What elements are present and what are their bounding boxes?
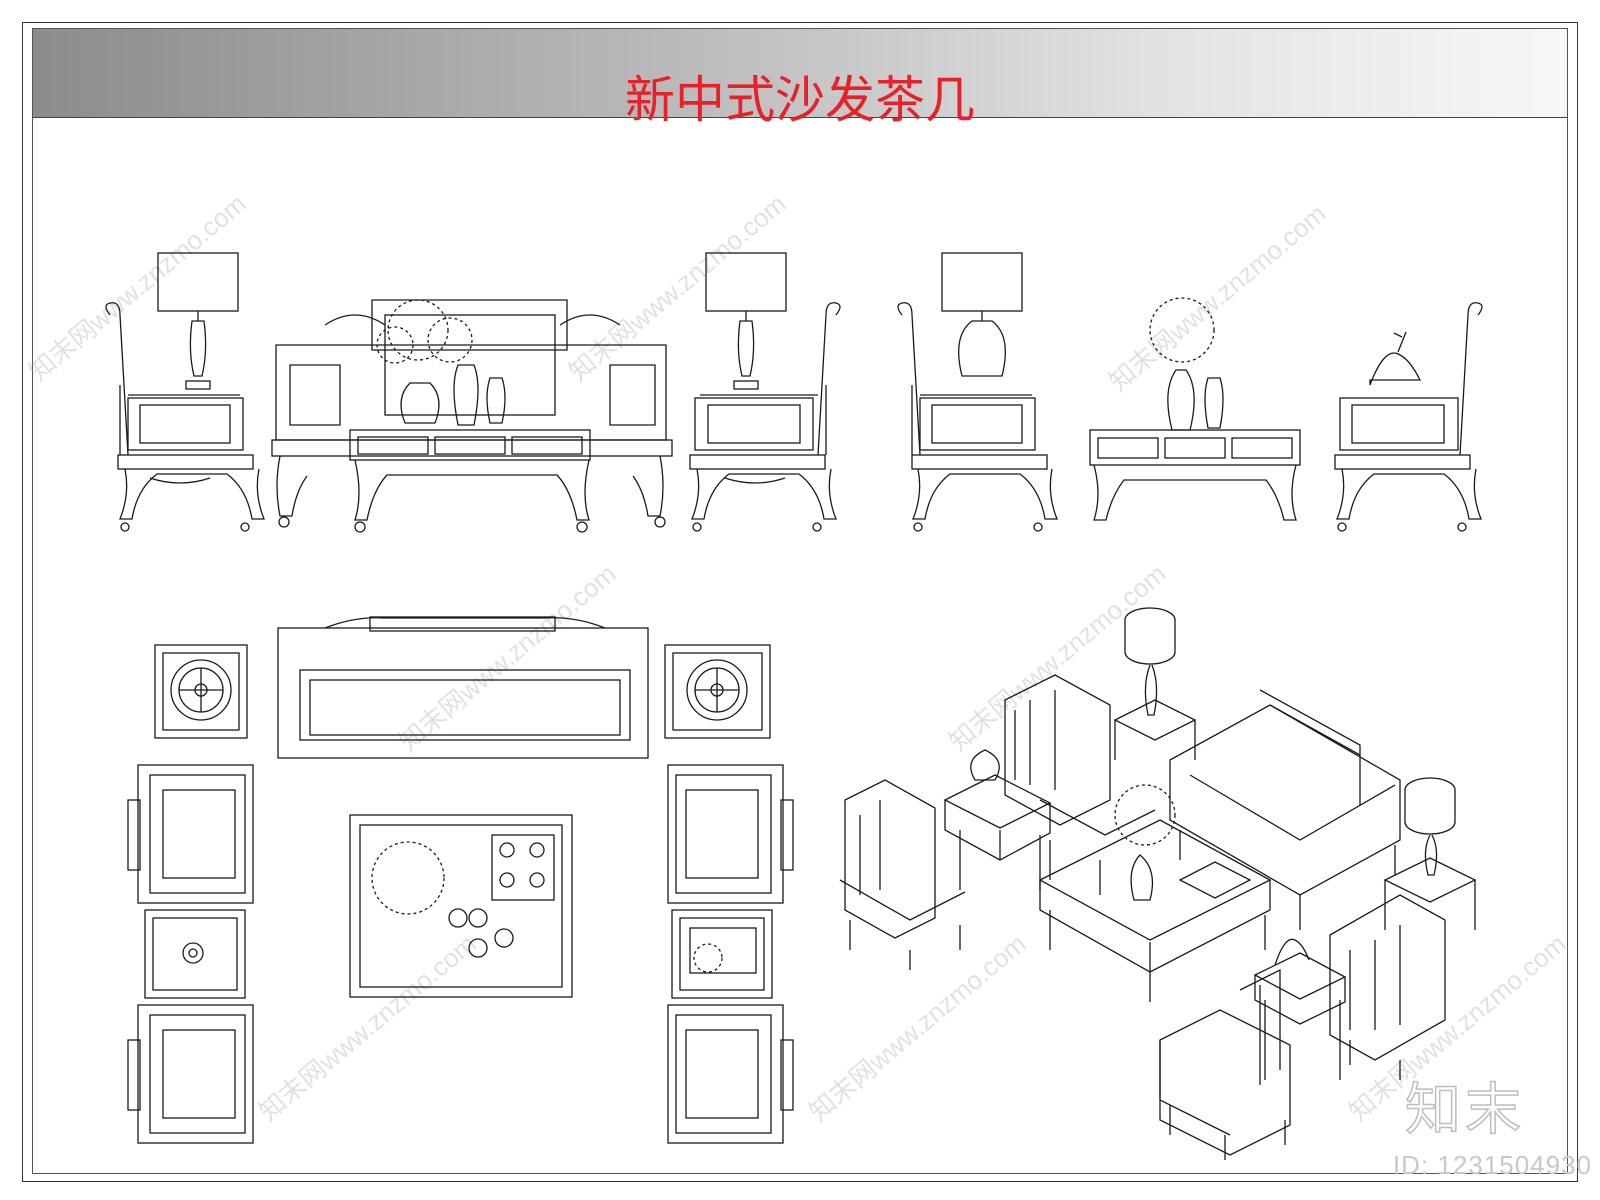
sofa-elevation bbox=[271, 299, 673, 528]
armchair-iso bbox=[1159, 968, 1291, 1160]
isometric-view bbox=[839, 607, 1477, 1160]
side-table-plan bbox=[154, 644, 248, 739]
armchair-iso bbox=[1329, 894, 1446, 1080]
plan-view bbox=[127, 616, 794, 1144]
table-lamp-elevation bbox=[157, 252, 239, 390]
side-table-plan bbox=[671, 909, 773, 999]
armchair-plan bbox=[127, 1004, 254, 1144]
side-table-iso bbox=[1253, 938, 1347, 1080]
side-table-iso bbox=[943, 749, 1052, 890]
armchair-iso bbox=[839, 779, 966, 970]
inner-frame bbox=[32, 28, 1568, 1174]
armchair-plan bbox=[667, 1004, 794, 1144]
side-table-plan bbox=[664, 644, 771, 739]
elevation-view-side bbox=[897, 252, 1483, 532]
flower-vase-elevation bbox=[376, 299, 506, 426]
sofa-plan bbox=[277, 616, 649, 759]
armchair-elevation bbox=[897, 302, 1058, 532]
armchair-plan bbox=[127, 764, 254, 904]
outer-frame bbox=[22, 22, 1578, 1182]
sofa-iso bbox=[1169, 689, 1401, 930]
table-lamp-iso bbox=[1383, 777, 1477, 930]
coffee-table-iso bbox=[1038, 784, 1272, 1002]
armchair-iso bbox=[1004, 674, 1156, 895]
armchair-plan bbox=[667, 764, 794, 904]
coffee-table-plan bbox=[349, 814, 573, 998]
armchair-elevation bbox=[105, 302, 265, 532]
armchair-elevation bbox=[689, 302, 841, 532]
table-lamp-elevation bbox=[705, 252, 787, 390]
table-lamp-iso bbox=[1113, 607, 1197, 760]
title-bar: 新中式沙发茶几 bbox=[33, 29, 1567, 127]
ginger-jar-lamp-elevation bbox=[941, 252, 1023, 377]
side-table-plan bbox=[144, 909, 246, 999]
brand-logo: 知末 bbox=[1404, 1077, 1525, 1144]
coffee-table-elevation bbox=[349, 429, 591, 533]
side-table-elevation bbox=[1089, 297, 1301, 521]
page-title: 新中式沙发茶几 bbox=[625, 71, 975, 129]
image-id: ID: 1231504930 bbox=[1392, 1150, 1592, 1180]
armchair-deer-elevation bbox=[1334, 302, 1483, 532]
elevation-view-main bbox=[105, 252, 841, 533]
